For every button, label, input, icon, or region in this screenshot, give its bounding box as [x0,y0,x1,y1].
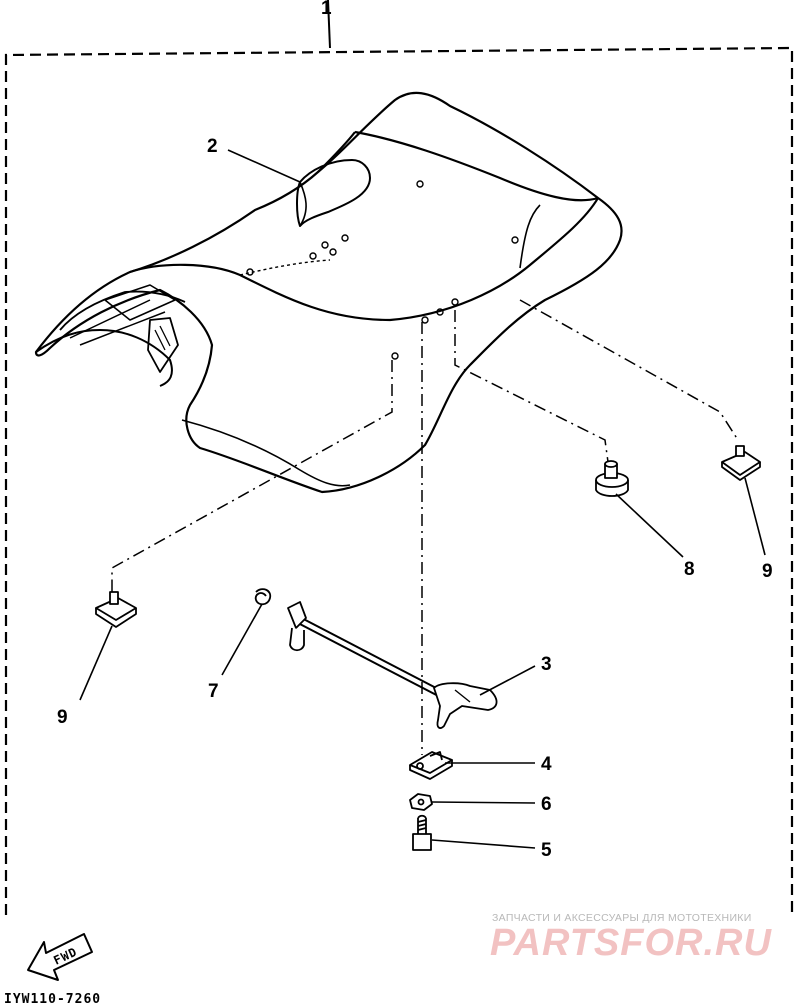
leader-7 [221,603,263,676]
callout-4: 4 [541,754,552,775]
leader-2 [227,149,301,183]
part-4-plate [409,751,453,780]
part-7-clip [254,588,272,606]
assembly-leader-line [327,0,331,49]
part-6-nut [409,793,433,811]
part-9-right-bracket [721,445,761,481]
phantom-line-left-bracket [111,360,393,592]
assembly-number: 1 [321,0,332,19]
reference-code: IYW110-7260 [4,992,101,1006]
fwd-arrow: FWD [27,933,93,981]
phantom-line-right-bracket [519,299,739,441]
callout-6: 6 [541,794,552,815]
callout-2: 2 [207,136,218,157]
part-3-seat-lock [287,601,498,729]
callout-8: 8 [684,559,695,580]
callout-9-left: 9 [57,707,68,728]
phantom-lines [111,299,739,755]
phantom-line-damper [454,310,609,463]
leader-lines [79,149,766,849]
callout-7: 7 [208,681,219,702]
part-9-left-bracket [95,591,137,628]
seat [34,91,623,494]
assembly-frame [4,46,794,915]
leader-9-right [744,477,766,556]
leader-9-left [79,625,113,701]
leader-3 [479,665,536,696]
watermark-tagline: ЗАПЧАСТИ И АКСЕССУАРЫ ДЛЯ МОТОТЕХНИКИ [492,912,752,924]
leader-6 [431,801,536,804]
part-5-bolt [412,814,432,851]
callout-9-right: 9 [762,561,773,582]
leader-5 [431,839,536,849]
leader-8 [615,493,684,558]
watermark-logo: PARTSFOR.RU [490,922,772,964]
part-8-damper [595,460,629,497]
callout-3: 3 [541,654,552,675]
callout-5: 5 [541,840,552,861]
